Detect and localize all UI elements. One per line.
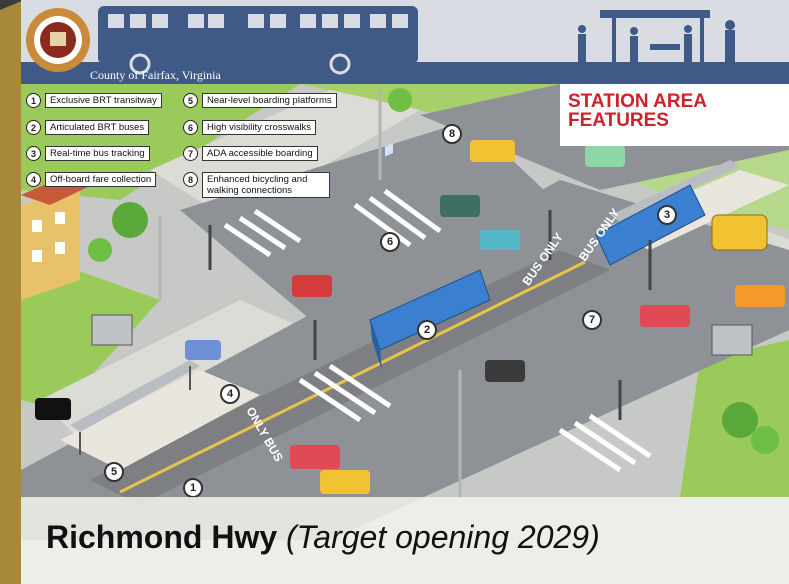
traffic-signals — [158, 90, 652, 497]
articulated-brt-bus — [369, 143, 491, 370]
legend-number: 7 — [183, 146, 198, 161]
left-frame-accent — [0, 0, 24, 584]
legend-item: 5 Near-level boarding platforms — [183, 93, 337, 108]
legend-number: 8 — [183, 172, 198, 187]
caption-subtitle: (Target opening 2029) — [286, 519, 600, 555]
car — [735, 285, 785, 307]
legend-item: 2 Articulated BRT buses — [26, 120, 150, 135]
feature-marker: 5 — [104, 462, 124, 482]
feature-marker: 6 — [380, 232, 400, 252]
station-platform-left — [60, 360, 260, 470]
title-panel — [560, 84, 789, 146]
grass-left — [21, 250, 160, 410]
legend-label: ADA accessible boarding — [202, 146, 318, 161]
header-bus-icon — [98, 6, 418, 75]
car — [290, 445, 340, 469]
car — [470, 140, 515, 162]
car — [35, 398, 71, 420]
crosswalks — [223, 188, 652, 473]
transitway-lane-line — [119, 260, 586, 494]
car — [292, 275, 332, 297]
legend-number: 2 — [26, 120, 41, 135]
county-label: County of Fairfax, Virginia — [90, 68, 221, 82]
legend-item: 8 Enhanced bicycling and walking connect… — [183, 172, 330, 202]
legend-item: 1 Exclusive BRT transitway — [26, 93, 162, 108]
grass-top-left — [21, 84, 300, 200]
legend-item: 7 ADA accessible boarding — [183, 146, 318, 161]
slide-caption: Richmond Hwy (Target opening 2029) — [46, 519, 600, 556]
car — [485, 360, 525, 382]
legend-label: High visibility crosswalks — [202, 120, 316, 135]
title-line: STATION AREA — [568, 91, 707, 112]
car — [640, 305, 690, 327]
legend-number: 5 — [183, 93, 198, 108]
caption-bar — [21, 497, 789, 584]
car — [440, 195, 480, 217]
legend-item: 3 Real-time bus tracking — [26, 146, 150, 161]
legend-number: 1 — [26, 93, 41, 108]
brt-bus-at-station — [595, 184, 706, 266]
bus-shelter-right — [711, 324, 753, 356]
legend-label: Exclusive BRT transitway — [45, 93, 162, 108]
caption-title: Richmond Hwy — [46, 519, 278, 555]
legend-label: Near-level boarding platforms — [202, 93, 337, 108]
station-area-title: STATION AREA FEATURES — [568, 92, 780, 130]
header-shelter-icon — [578, 10, 735, 62]
legend-item: 6 High visibility crosswalks — [183, 120, 316, 135]
feature-marker: 8 — [442, 124, 462, 144]
school-bus — [711, 214, 768, 251]
legend-label: Articulated BRT buses — [45, 120, 150, 135]
title-line: FEATURES — [568, 110, 669, 131]
trees — [88, 88, 779, 454]
legend-label: Real-time bus tracking — [45, 146, 150, 161]
car — [320, 470, 370, 494]
feature-marker: 2 — [417, 320, 437, 340]
legend-number: 6 — [183, 120, 198, 135]
county-seal-logo — [26, 8, 90, 72]
car — [585, 145, 625, 167]
legend-label: Off-board fare collection — [45, 172, 157, 187]
feature-marker: 4 — [220, 384, 240, 404]
feature-marker: 1 — [183, 478, 203, 498]
legend-number: 3 — [26, 146, 41, 161]
header-bar — [21, 62, 789, 84]
feature-marker: 7 — [582, 310, 602, 330]
legend-number: 4 — [26, 172, 41, 187]
legend-label: Enhanced bicycling and walking connectio… — [202, 172, 330, 198]
car — [185, 340, 221, 360]
bus-shelter-left — [91, 314, 133, 346]
feature-marker: 3 — [657, 205, 677, 225]
car — [480, 230, 520, 250]
legend-item: 4 Off-board fare collection — [26, 172, 157, 187]
